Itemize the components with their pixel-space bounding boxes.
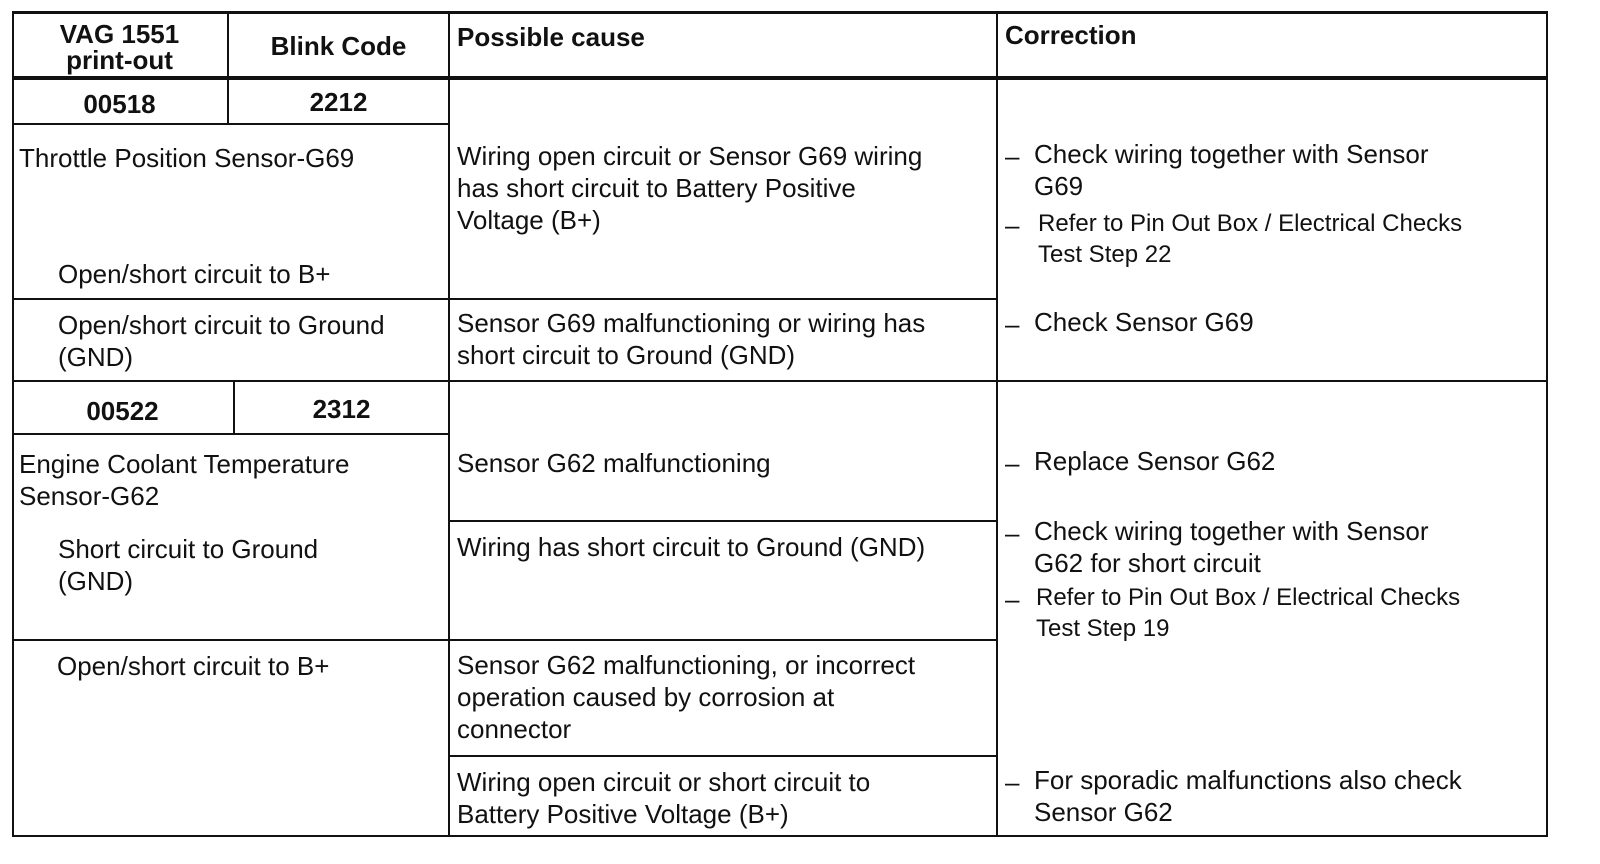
correction-step: Check wiring together with Sensor G62 fo…	[1034, 516, 1429, 578]
group-divider	[12, 380, 1548, 382]
bullet-dash: –	[1005, 210, 1020, 240]
possible-cause: Wiring open circuit or short circuit to …	[457, 767, 871, 829]
header-printout: VAG 1551 print-out	[59, 19, 180, 75]
possible-cause: Sensor G69 malfunctioning or wiring has …	[457, 308, 926, 370]
correction-step: Check Sensor G69	[1034, 307, 1254, 337]
header-divider	[12, 76, 1548, 80]
row-divider	[450, 755, 998, 757]
table-border-top	[12, 11, 1548, 14]
correction-note: Refer to Pin Out Box / Electrical Checks…	[1036, 584, 1461, 642]
fault-condition: Open/short circuit to B+	[58, 259, 331, 289]
row-divider	[450, 520, 998, 522]
correction-note: Refer to Pin Out Box / Electrical Checks…	[1038, 210, 1463, 268]
possible-cause: Sensor G62 malfunctioning, or incorrect …	[457, 650, 916, 744]
correction-step: Replace Sensor G62	[1034, 446, 1276, 476]
fault-condition: Short circuit to Ground (GND)	[58, 534, 319, 596]
fault-code: 00518	[83, 89, 156, 119]
row-divider	[12, 639, 998, 641]
bullet-dash: –	[1005, 309, 1020, 339]
correction-step: Check wiring together with Sensor G69	[1034, 139, 1429, 201]
header-possible-cause: Possible cause	[457, 22, 645, 52]
bullet-dash: –	[1005, 141, 1020, 171]
blink-code: 2212	[309, 87, 368, 117]
component-name: Throttle Position Sensor-G69	[19, 143, 355, 173]
bullet-dash: –	[1005, 448, 1020, 478]
col-divider	[448, 11, 450, 837]
col-divider	[996, 11, 998, 837]
col-divider	[233, 380, 235, 433]
table-border-left	[12, 11, 14, 837]
row-divider	[12, 433, 450, 435]
possible-cause: Sensor G62 malfunctioning	[457, 448, 771, 478]
bullet-dash: –	[1005, 767, 1020, 797]
fault-condition: Open/short circuit to B+	[57, 651, 330, 681]
row-divider	[12, 123, 450, 125]
component-name: Engine Coolant Temperature Sensor-G62	[19, 449, 350, 511]
col-divider	[227, 11, 229, 123]
table-border-right	[1546, 11, 1548, 837]
correction-step: For sporadic malfunctions also check Sen…	[1034, 765, 1462, 827]
bullet-dash: –	[1005, 518, 1020, 548]
blink-code: 2312	[312, 394, 371, 424]
row-divider	[12, 298, 998, 300]
header-correction: Correction	[1005, 20, 1137, 50]
fault-condition: Open/short circuit to Ground (GND)	[58, 310, 385, 372]
bullet-dash: –	[1005, 584, 1020, 614]
fault-code: 00522	[86, 396, 159, 426]
possible-cause: Wiring open circuit or Sensor G69 wiring…	[457, 141, 923, 235]
possible-cause: Wiring has short circuit to Ground (GND)	[457, 532, 926, 562]
table-border-bottom	[12, 835, 1548, 837]
header-blink-code: Blink Code	[270, 31, 407, 61]
